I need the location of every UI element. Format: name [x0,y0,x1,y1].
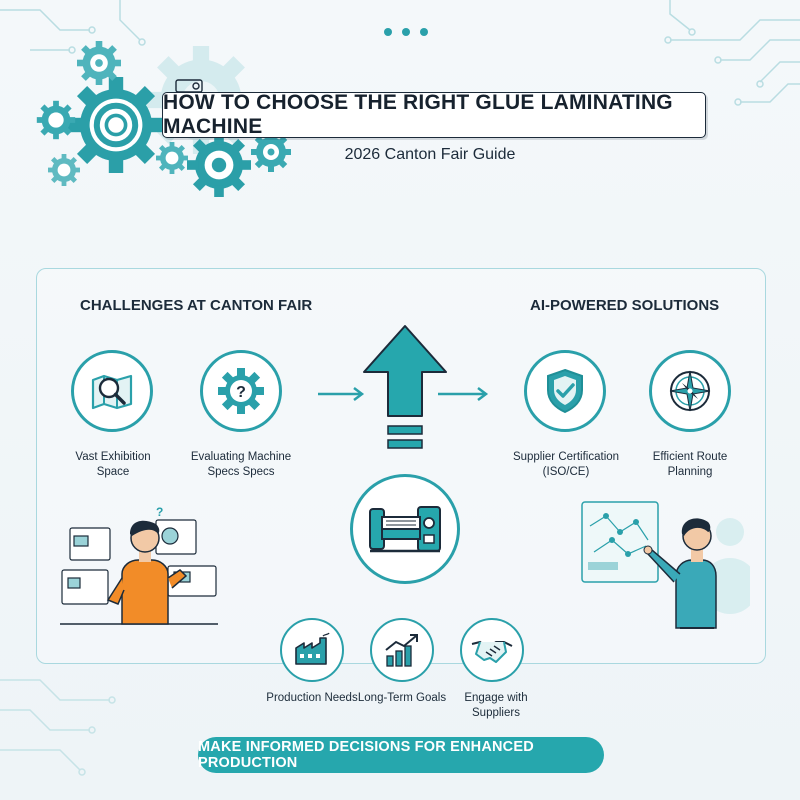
page-title: HOW TO CHOOSE THE RIGHT GLUE LAMINATING … [163,91,673,138]
pagination-dot [402,28,410,36]
solution-item-route [649,350,731,432]
title-box: HOW TO CHOOSE THE RIGHT GLUE LAMINATING … [162,91,706,138]
conclusion-banner-text: MAKE INFORMED DECISIONS FOR ENHANCED PRO… [198,739,534,771]
arrow-right-icon [438,387,489,401]
challenge-label-space: Vast Exhibition Space [75,451,151,478]
growth-chart-icon [385,634,418,667]
circuit-lines-decoration [0,679,116,776]
conclusion-banner: MAKE INFORMED DECISIONS FOR ENHANCED PRO… [198,737,604,773]
circuit-lines-decoration [0,0,146,54]
presenting-person-illustration [581,501,750,629]
circuit-lines-decoration [664,0,800,106]
pagination-dot [384,28,392,36]
svg-text:?: ? [236,384,246,401]
arrow-right-icon [318,387,365,401]
solution-label-certification: Supplier Certification (ISO/CE) [512,451,620,478]
machine-circle [350,474,460,584]
factor-label-production: Production Needs [266,692,358,704]
confused-person-illustration: ? [60,505,218,625]
challenge-item-map [71,350,153,432]
pagination-dot [420,28,428,36]
map-magnifier-icon [91,374,133,410]
challenge-item-specs: ? [200,350,282,432]
factory-icon [295,632,330,665]
up-arrow-icon [363,325,447,449]
solution-item-certification [524,350,606,432]
factor-item-goals [370,618,434,682]
compass-icon [669,370,711,412]
handshake-icon [471,640,513,663]
factor-label-goals: Long-Term Goals [357,692,447,704]
solutions-heading: AI-POWERED SOLUTIONS [530,297,720,314]
challenge-label-specs: Evaluating Machine Specs Specs [190,451,292,478]
svg-text:?: ? [156,505,163,519]
page-subtitle: 2026 Canton Fair Guide [344,146,516,163]
laminating-machine-icon [369,506,441,553]
factor-label-suppliers: Engage with Suppliers [464,692,528,719]
gear-question-icon: ? [218,368,264,414]
shield-check-icon [547,368,583,414]
challenges-heading: CHALLENGES AT CANTON FAIR [80,297,313,314]
factor-item-production [280,618,344,682]
factor-item-suppliers [460,618,524,682]
solution-label-route: Efficient Route Planning [652,451,728,478]
